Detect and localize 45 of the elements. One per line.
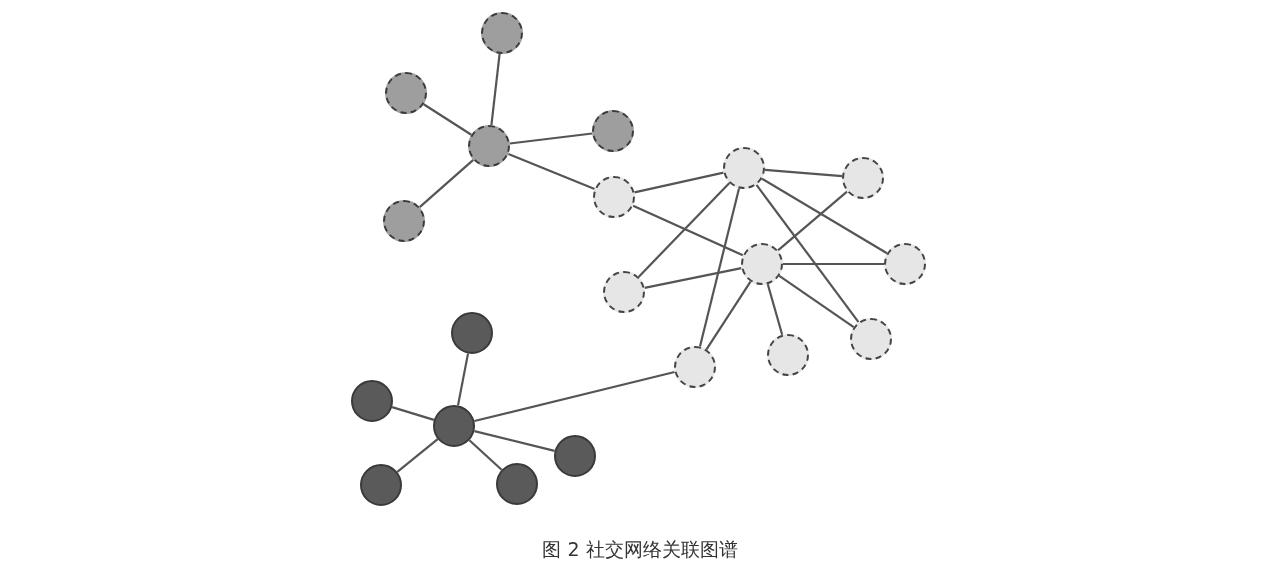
- network-node: [767, 334, 809, 376]
- connector-line: [474, 370, 675, 423]
- connector-line: [391, 406, 435, 421]
- network-node: [593, 176, 635, 218]
- network-node: [496, 463, 538, 505]
- connector-line: [418, 159, 475, 208]
- connector-line: [508, 152, 595, 191]
- connector-line: [634, 171, 724, 194]
- connector-line: [705, 281, 752, 350]
- network-node: [451, 312, 493, 354]
- connector-line: [698, 188, 741, 347]
- network-node: [351, 380, 393, 422]
- figure-caption: 图 2 社交网络关联图谱: [542, 538, 738, 560]
- connector-line: [474, 430, 555, 452]
- network-node: [884, 243, 926, 285]
- connector-line: [456, 353, 470, 406]
- connector-line: [783, 262, 884, 266]
- network-node: [385, 72, 427, 114]
- connector-line: [632, 204, 744, 257]
- network-node: [468, 125, 510, 167]
- network-node: [603, 271, 645, 313]
- network-node: [674, 346, 716, 388]
- connector-line: [423, 103, 472, 136]
- network-node: [592, 110, 634, 152]
- connector-line: [644, 267, 742, 289]
- connector-line: [755, 184, 860, 323]
- connector-line: [509, 132, 593, 145]
- network-node: [723, 147, 765, 189]
- connector-line: [761, 177, 888, 255]
- network-node: [360, 464, 402, 506]
- network-node: [433, 405, 475, 447]
- connector-line: [468, 439, 503, 471]
- network-node: [842, 157, 884, 199]
- connector-line: [490, 53, 501, 126]
- connector-line: [778, 275, 855, 328]
- connector-line: [766, 283, 784, 336]
- connector-line: [777, 190, 848, 252]
- network-node: [554, 435, 596, 477]
- network-node: [383, 200, 425, 242]
- network-node: [741, 243, 783, 285]
- network-node: [481, 12, 523, 54]
- connector-line: [764, 168, 843, 178]
- network-node: [850, 318, 892, 360]
- connector-line: [396, 438, 439, 473]
- connector-line: [637, 182, 731, 278]
